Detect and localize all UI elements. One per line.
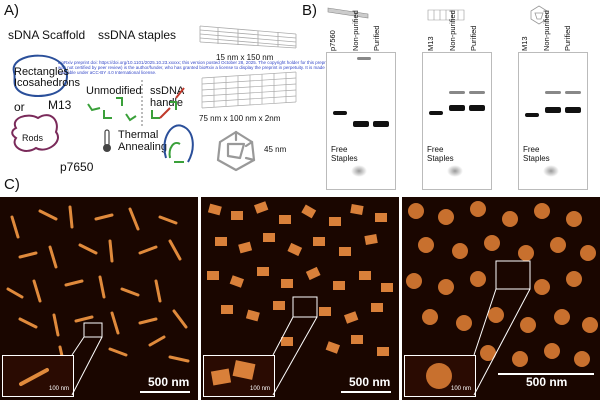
gel3-lane-1-label: M13 bbox=[520, 36, 529, 51]
afm-rods-scale-label: 500 nm bbox=[148, 375, 190, 389]
gel1-scaffold-band bbox=[333, 111, 347, 115]
gel2-lane-1-label: M13 bbox=[426, 36, 435, 51]
gel1-well-band bbox=[357, 57, 371, 60]
preprint-line-3: available under aCC-BY 4.0 International… bbox=[58, 70, 157, 75]
gel2-lane-2-label: Non-purified bbox=[448, 10, 457, 51]
gel3-staples-label: Staples bbox=[523, 154, 550, 163]
gel2-free-staples-smear bbox=[447, 165, 463, 177]
gel2-upper-band-np bbox=[449, 91, 465, 94]
afm-rectangles-scale-label: 500 nm bbox=[349, 375, 391, 389]
gel1-staples-label: Staples bbox=[331, 154, 358, 163]
rods-label: Rods bbox=[22, 133, 44, 143]
gel2-staples-label: Staples bbox=[427, 154, 454, 163]
gel3-free-label: Free bbox=[523, 145, 540, 154]
afm-icosahedrons-scale-bar bbox=[498, 373, 594, 375]
gel3-nonpurified-band bbox=[545, 107, 561, 113]
afm-image-rods: 100 nm 500 nm bbox=[0, 197, 198, 400]
gel2-lane-3-label: Purified bbox=[469, 25, 478, 51]
gel3-lane-2-label: Non-purified bbox=[542, 10, 551, 51]
staples-illustration bbox=[87, 80, 185, 128]
panel-a-letter: A) bbox=[4, 2, 19, 19]
gel2-upper-band-p bbox=[469, 91, 485, 94]
afm-rods-inset-scale-label: 100 nm bbox=[49, 386, 70, 392]
gel2-image: Free Staples bbox=[422, 52, 492, 190]
rectangles-label: Rectangles bbox=[14, 66, 70, 78]
handle-label: handle bbox=[150, 97, 184, 109]
preprint-line-1: bioRxiv preprint doi: https://doi.org/10… bbox=[58, 60, 345, 65]
annealing-label: Annealing bbox=[118, 141, 167, 153]
afm-rods-scale-bar bbox=[140, 391, 190, 393]
gel3-purified-band bbox=[565, 107, 581, 113]
gel2-scaffold-band bbox=[429, 111, 443, 115]
or-label: or bbox=[14, 100, 25, 114]
afm-icosahedrons-scale-label: 500 nm bbox=[526, 375, 568, 389]
afm-rectangles-scale-bar bbox=[341, 391, 391, 393]
staples-title: ssDNA staples bbox=[98, 28, 177, 42]
icosahedron-dimension-label: 45 nm bbox=[264, 145, 287, 154]
afm-rods-inset-particle bbox=[19, 368, 49, 386]
panel-b-letter: B) bbox=[302, 2, 317, 19]
rod-structure-illustration bbox=[199, 25, 297, 49]
afm-rectangles-zoom-lines bbox=[272, 296, 318, 396]
afm-rods-zoom-lines bbox=[71, 322, 103, 396]
gel1-purified-band bbox=[373, 121, 389, 127]
icosahedron-structure-illustration bbox=[216, 130, 256, 172]
afm-icosahedrons-inset-scale-label: 100 nm bbox=[451, 386, 472, 392]
gel3-upper-band-p bbox=[565, 91, 581, 94]
thermal-label: Thermal bbox=[118, 129, 159, 141]
panel-c-letter: C) bbox=[4, 176, 20, 193]
gel1-lane-2-label: Non-purified bbox=[351, 10, 360, 51]
gel1-lane-3-label: Purified bbox=[372, 25, 381, 51]
gel3-icosahedron-icon bbox=[530, 5, 548, 25]
gel2-purified-band bbox=[469, 105, 485, 111]
annealed-scaffold-illustration bbox=[163, 124, 194, 163]
afm-rectangles-inset-particles bbox=[210, 360, 256, 386]
rectangle-dimension-label: 75 nm x 100 nm x 2nm bbox=[199, 114, 281, 123]
scaffold-loops-illustration bbox=[11, 54, 68, 152]
gel2-nonpurified-band bbox=[449, 105, 465, 111]
m13-label: M13 bbox=[48, 98, 72, 112]
p7650-label: p7650 bbox=[60, 160, 94, 174]
rectangle-structure-illustration bbox=[201, 71, 297, 109]
gel2-free-label: Free bbox=[427, 145, 444, 154]
gel3-image: Free Staples bbox=[518, 52, 588, 190]
gel3-upper-band-np bbox=[545, 91, 561, 94]
afm-rods-inset: 100 nm bbox=[2, 355, 74, 397]
thermometer-icon bbox=[103, 129, 111, 152]
gel1-rod-icon bbox=[327, 7, 369, 19]
gel1-nonpurified-band bbox=[353, 121, 369, 127]
afm-rectangles-inset: 100 nm bbox=[203, 355, 275, 397]
afm-rods-particles bbox=[6, 205, 190, 367]
afm-icosahedrons-inset: 100 nm bbox=[404, 355, 476, 397]
gel1-image: Free Staples bbox=[326, 52, 396, 190]
afm-icosahedrons-inset-particle bbox=[426, 363, 452, 389]
afm-icosahedrons-particles bbox=[406, 201, 598, 367]
gel1-free-label: Free bbox=[331, 145, 348, 154]
afm-image-icosahedrons: 100 nm 500 nm bbox=[402, 197, 600, 400]
rod-dimension-label: 15 nm x 150 nm bbox=[216, 53, 274, 62]
ssdna-label: ssDNA bbox=[150, 85, 185, 97]
scaffold-title: sDNA Scaffold bbox=[8, 28, 86, 42]
unmodified-label: Unmodified bbox=[86, 85, 142, 97]
gel1-free-staples-smear bbox=[351, 165, 367, 177]
gel3-lane-3-label: Purified bbox=[563, 25, 572, 51]
icosahedrons-label: Icosahedrons bbox=[14, 77, 81, 89]
afm-rectangles-inset-scale-label: 100 nm bbox=[250, 386, 271, 392]
gel1-lane-1-label: p7560 bbox=[328, 30, 337, 51]
afm-image-rectangles: 100 nm 500 nm bbox=[201, 197, 399, 400]
gel3-free-staples-smear bbox=[543, 165, 559, 177]
gel3-scaffold-band bbox=[525, 113, 539, 117]
gel2-rectangle-icon bbox=[427, 9, 465, 21]
afm-icosahedrons-zoom-lines bbox=[473, 260, 531, 396]
afm-rectangles-particles bbox=[207, 201, 393, 356]
preprint-line-2: was not certified by peer review) is the… bbox=[58, 65, 325, 70]
